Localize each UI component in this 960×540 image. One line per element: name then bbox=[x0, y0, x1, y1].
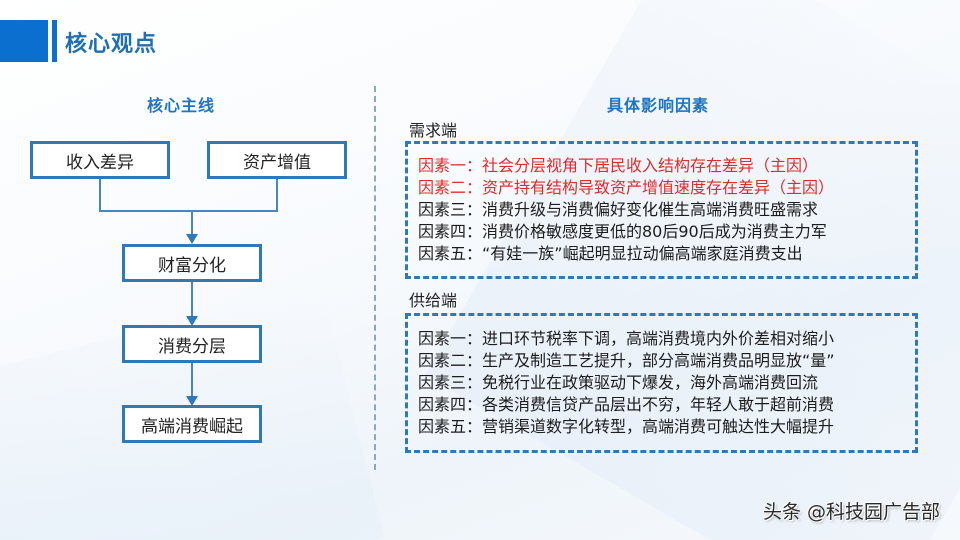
demand-side-label: 需求端 bbox=[409, 121, 458, 140]
right-column-title: 具体影响因素 bbox=[607, 96, 710, 115]
connector-line bbox=[191, 210, 193, 236]
arrow-down-icon bbox=[186, 316, 198, 326]
column-divider bbox=[374, 86, 376, 470]
supply-factor-5: 因素五：营销渠道数字化转型，高端消费可触达性大幅提升 bbox=[418, 417, 835, 436]
demand-factor-2: 因素二：资产持有结构导致资产增值速度存在差异（主因） bbox=[418, 178, 835, 197]
node-label: 资产增值 bbox=[243, 152, 311, 173]
connector-line bbox=[99, 179, 101, 211]
connector-line bbox=[191, 282, 193, 318]
node-label: 收入差异 bbox=[66, 152, 134, 173]
header-accent-bar bbox=[52, 20, 57, 62]
supply-factor-3: 因素三：免税行业在政策驱动下爆发，海外高端消费回流 bbox=[418, 373, 819, 392]
supply-factor-1: 因素一：进口环节税率下调，高端消费境内外价差相对缩小 bbox=[418, 329, 835, 348]
supply-factor-2: 因素二：生产及制造工艺提升，部分高端消费品明显放“量” bbox=[418, 351, 835, 370]
node-label: 财富分化 bbox=[158, 255, 226, 276]
node-label: 消费分层 bbox=[158, 336, 226, 357]
watermark: 头条 @科技园广告部 bbox=[762, 501, 940, 523]
connector-line bbox=[99, 210, 278, 212]
supply-factors-box: 因素一：进口环节税率下调，高端消费境内外价差相对缩小 因素二：生产及制造工艺提升… bbox=[405, 313, 918, 453]
left-column-title: 核心主线 bbox=[147, 96, 216, 115]
header-accent-block bbox=[0, 20, 48, 62]
demand-factor-5: 因素五：“有娃一族”崛起明显拉动偏高端家庭消费支出 bbox=[418, 244, 803, 263]
node-wealth-divergence: 财富分化 bbox=[122, 244, 262, 282]
node-asset-appreciation: 资产增值 bbox=[207, 141, 347, 179]
connector-line bbox=[191, 363, 193, 398]
connector-line bbox=[276, 179, 278, 211]
supply-side-label: 供给端 bbox=[409, 291, 458, 310]
node-label: 高端消费崛起 bbox=[141, 416, 243, 437]
demand-factors-box: 因素一：社会分层视角下居民收入结构存在差异（主因） 因素二：资产持有结构导致资产… bbox=[405, 141, 918, 279]
node-income-difference: 收入差异 bbox=[30, 141, 170, 179]
demand-factor-4: 因素四：消费价格敏感度更低的80后90后成为消费主力军 bbox=[418, 222, 827, 241]
page-title: 核心观点 bbox=[65, 32, 158, 57]
node-consumption-stratification: 消费分层 bbox=[122, 325, 262, 363]
supply-factor-4: 因素四：各类消费信贷产品层出不穷，年轻人敢于超前消费 bbox=[418, 395, 835, 414]
demand-factor-3: 因素三：消费升级与消费偏好变化催生高端消费旺盛需求 bbox=[418, 200, 819, 219]
arrow-down-icon bbox=[186, 396, 198, 406]
arrow-down-icon bbox=[186, 234, 198, 244]
node-highend-consumption-rise: 高端消费崛起 bbox=[122, 405, 262, 443]
demand-factor-1: 因素一：社会分层视角下居民收入结构存在差异（主因） bbox=[418, 156, 819, 175]
